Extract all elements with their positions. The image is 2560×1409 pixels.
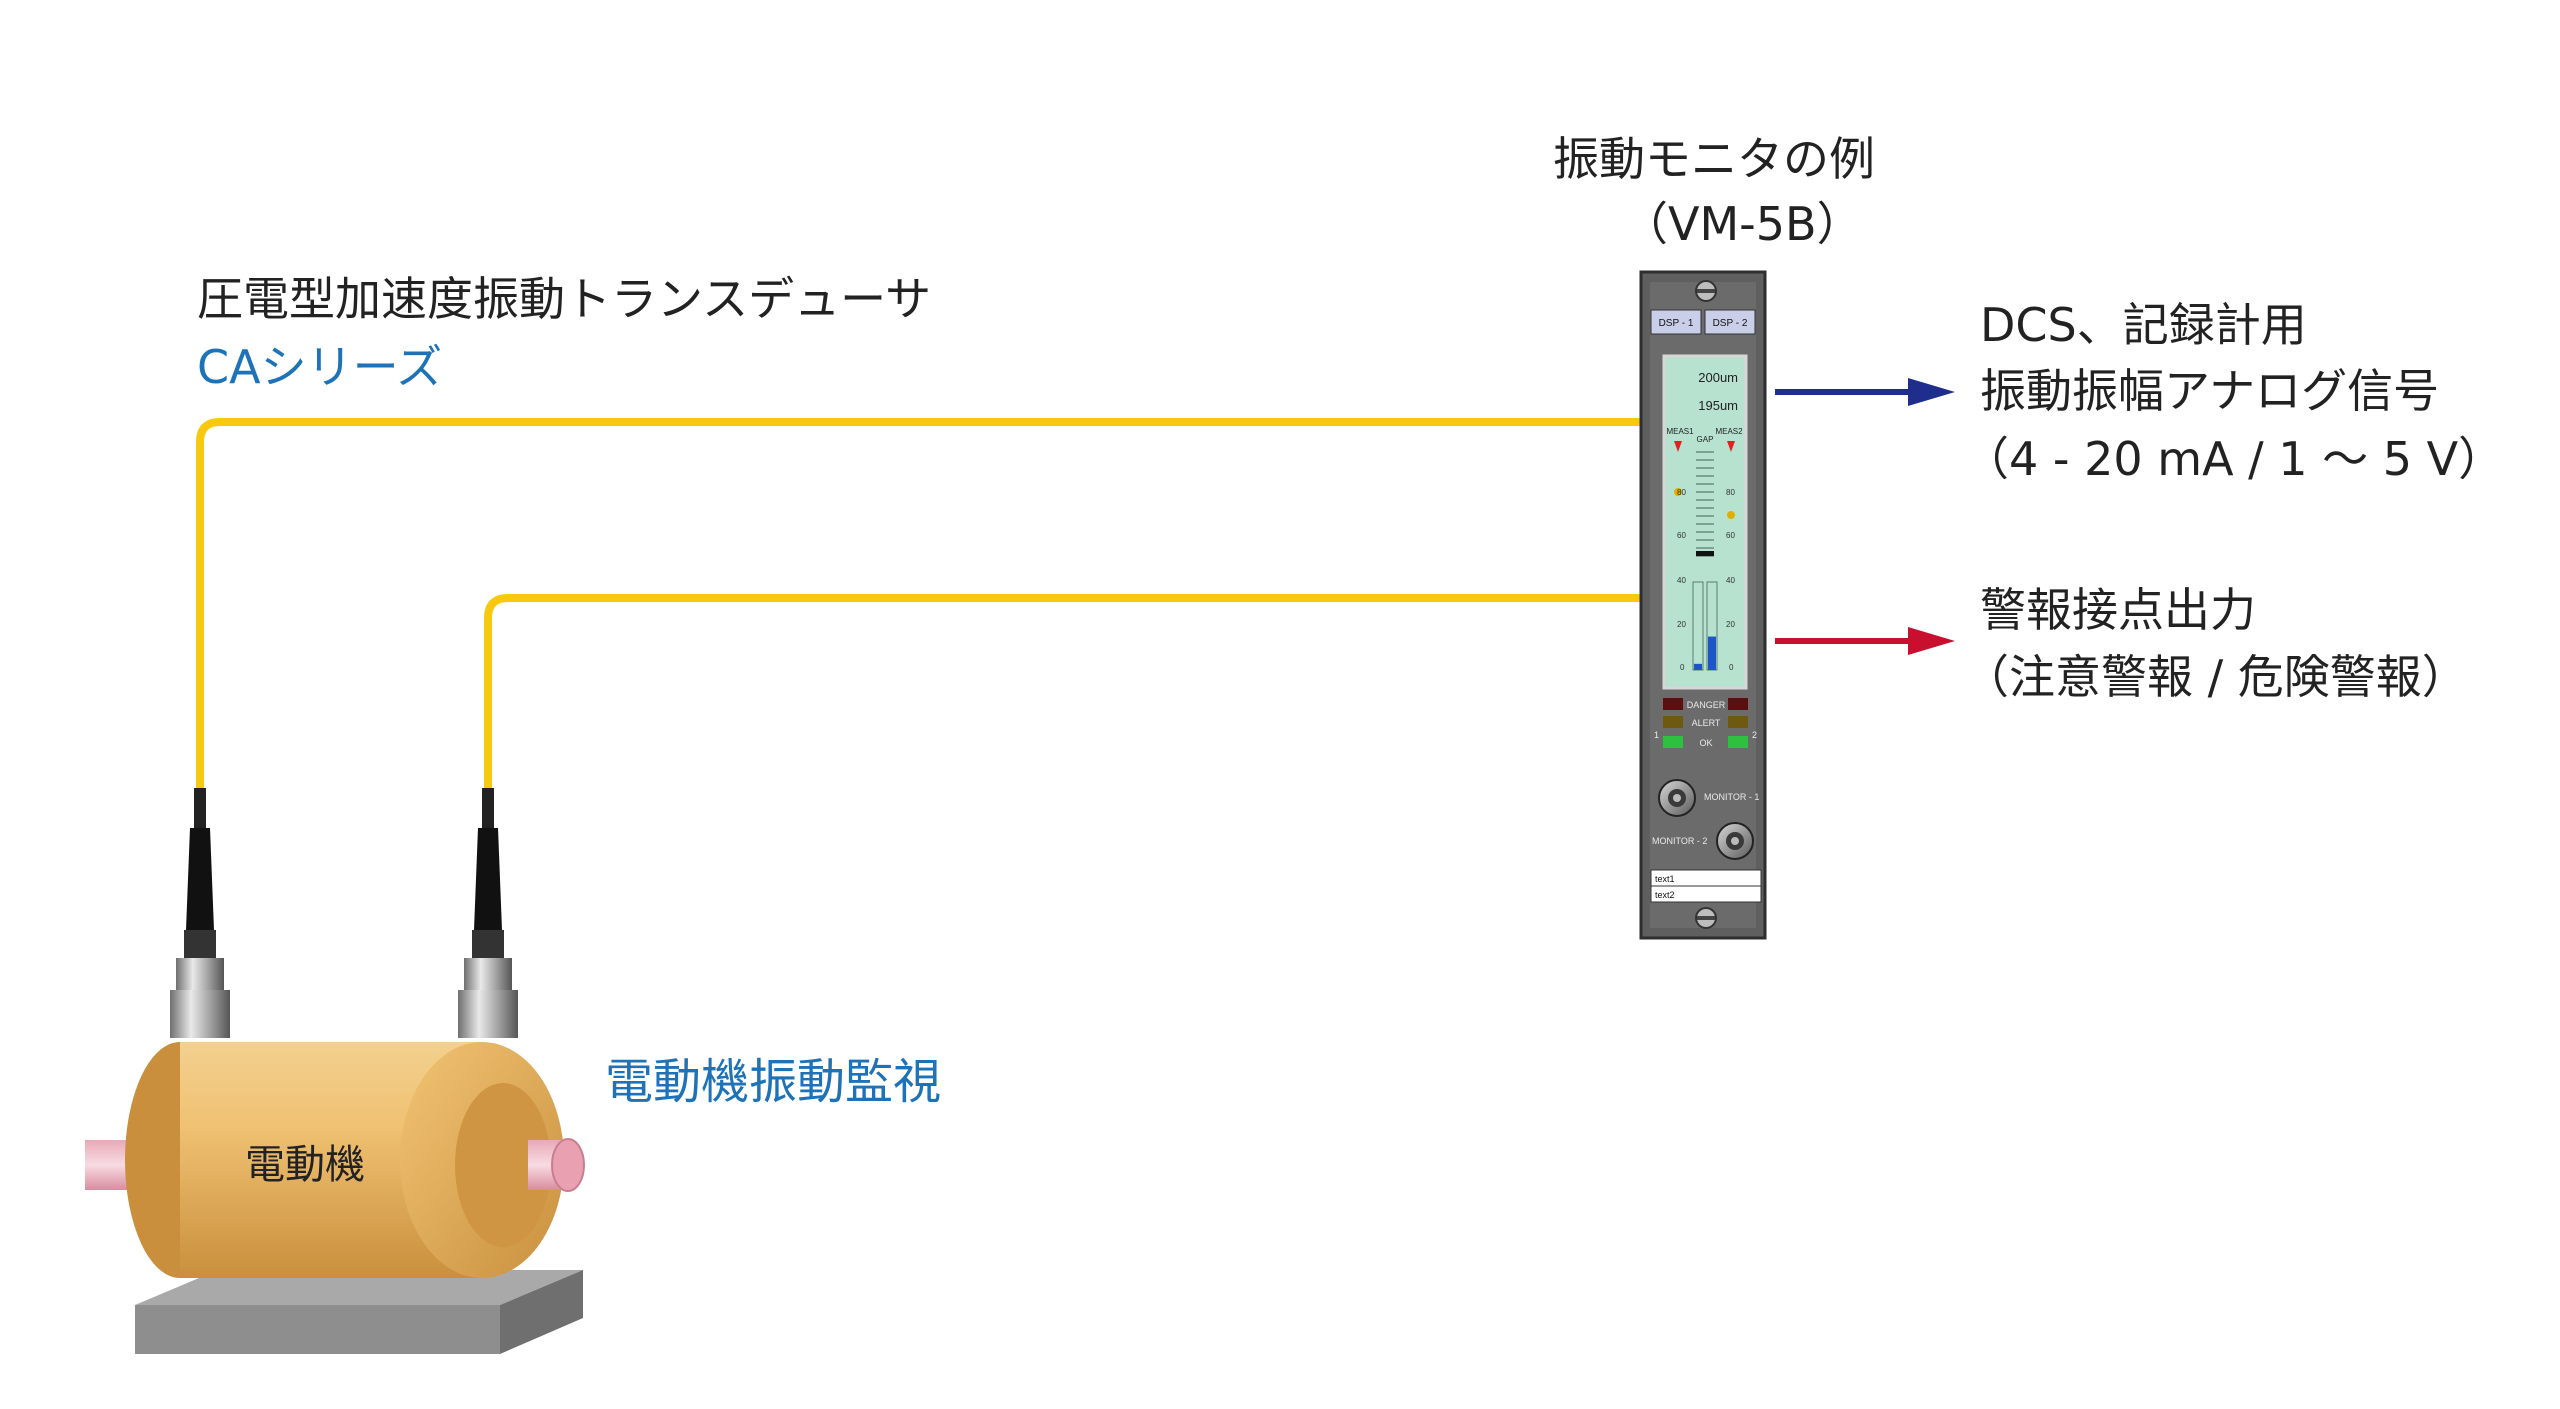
- gap-bar-indicator: [1696, 551, 1714, 556]
- display-button-2-label: DSP - 2: [1713, 318, 1748, 329]
- scale-tick-labels-left: 80 60 40 20 0: [1677, 488, 1686, 672]
- tag-text-2: text2: [1655, 890, 1675, 900]
- motor-caption: 電動機振動監視: [605, 1054, 941, 1110]
- scale-tick-labels-right: 80 60 40 20 0: [1726, 488, 1735, 672]
- monitor-2-label: MONITOR - 2: [1652, 836, 1707, 846]
- svg-text:20: 20: [1726, 620, 1735, 629]
- alert-marker-left-icon: [1674, 488, 1682, 496]
- tag-text-1: text1: [1655, 874, 1675, 884]
- channel-1-label: 1: [1654, 730, 1659, 740]
- transducer-title: 圧電型加速度振動トランスデューサ: [197, 272, 931, 326]
- motor-base: [135, 1270, 583, 1354]
- bnc-connector-1[interactable]: [1658, 779, 1696, 817]
- svg-text:80: 80: [1726, 488, 1735, 497]
- analog-output-signal: 振動振幅アナログ信号: [1980, 364, 2439, 418]
- monitor-title: 振動モニタの例: [1553, 132, 1875, 186]
- accelerometer-sensor-1: [170, 788, 230, 1038]
- analog-output-arrow: [1775, 378, 1955, 406]
- vibration-monitor-panel: DSP - 1 DSP - 2 200um 195um MEAS1 MEAS2 …: [1639, 270, 1767, 940]
- svg-text:40: 40: [1726, 576, 1735, 585]
- analog-output-range: （4 - 20 mA / 1 ～ 5 V）: [1963, 432, 2504, 486]
- danger-led-2: [1728, 698, 1748, 710]
- alarm-output-arrow: [1775, 627, 1955, 655]
- bar-fill-ch2: [1708, 636, 1716, 670]
- tag-plate-2: [1650, 885, 1762, 903]
- analog-output-title: DCS、記録計用: [1980, 298, 2307, 352]
- meas1-label: MEAS1: [1666, 427, 1694, 436]
- display-button-1-label: DSP - 1: [1659, 318, 1694, 329]
- svg-text:60: 60: [1726, 531, 1735, 540]
- alert-led-1: [1663, 716, 1683, 728]
- svg-text:0: 0: [1729, 663, 1734, 672]
- danger-led-1: [1663, 698, 1683, 710]
- svg-text:60: 60: [1677, 531, 1686, 540]
- svg-text:40: 40: [1677, 576, 1686, 585]
- ok-led-2: [1728, 736, 1748, 748]
- svg-text:80: 80: [1677, 488, 1686, 497]
- bar-fill-ch1: [1694, 663, 1702, 670]
- motor: [125, 1042, 564, 1278]
- alarm-output-title: 警報接点出力: [1980, 583, 2256, 637]
- alert-label: ALERT: [1692, 718, 1721, 728]
- meas1-marker-icon: [1674, 441, 1682, 452]
- svg-text:20: 20: [1677, 620, 1686, 629]
- danger-label: DANGER: [1687, 700, 1726, 710]
- display-reading-1: 200um: [1698, 370, 1738, 385]
- monitor-1-label: MONITOR - 1: [1704, 792, 1759, 802]
- motor-label: 電動機: [245, 1142, 365, 1188]
- display-button-2[interactable]: [1704, 309, 1756, 335]
- transducer-cable-1: [196, 418, 1648, 800]
- alert-led-2: [1728, 716, 1748, 728]
- lcd-display: [1662, 354, 1748, 690]
- ok-label: OK: [1699, 738, 1712, 748]
- ok-led-1: [1663, 736, 1683, 748]
- svg-text:0: 0: [1680, 663, 1685, 672]
- display-button-1[interactable]: [1650, 309, 1702, 335]
- transducer-series: CAシリーズ: [197, 340, 442, 394]
- meas2-marker-icon: [1727, 441, 1735, 452]
- lcd-scale: [1696, 451, 1714, 557]
- motor-shaft-right: [528, 1138, 585, 1192]
- transducer-cable-2: [484, 594, 1648, 800]
- monitor-model: （VM-5B）: [1622, 197, 1863, 251]
- display-reading-2: 195um: [1698, 398, 1738, 413]
- meas2-label: MEAS2: [1715, 427, 1743, 436]
- gap-label: GAP: [1697, 435, 1714, 444]
- alarm-output-types: （注意警報 / 危険警報）: [1963, 650, 2468, 704]
- accelerometer-sensor-2: [458, 788, 518, 1038]
- alert-marker-right-icon: [1727, 511, 1735, 519]
- bnc-connector-2[interactable]: [1716, 822, 1754, 860]
- channel-2-label: 2: [1752, 730, 1757, 740]
